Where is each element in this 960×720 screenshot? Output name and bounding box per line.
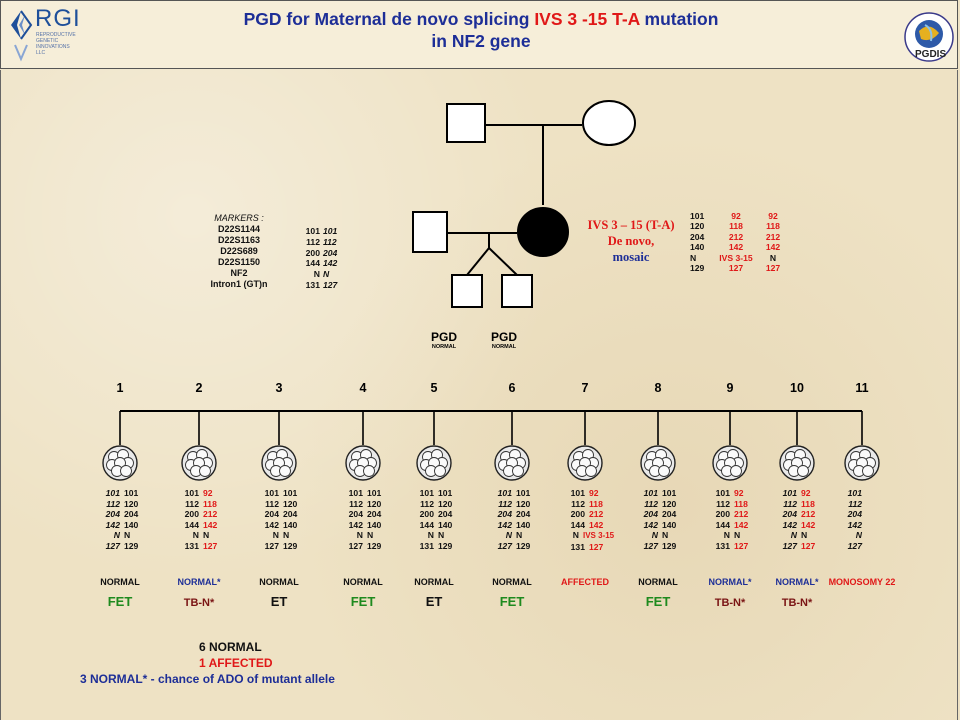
title-line-1: PGD for Maternal de novo splicing IVS 3 … xyxy=(243,9,719,29)
embryo-number: 5 xyxy=(430,381,438,395)
embryo-icon xyxy=(494,445,530,481)
embryo-number: 6 xyxy=(508,381,516,395)
logo-rgi-text: RGI xyxy=(35,5,81,32)
embryo-status: MONOSOMY 22 xyxy=(828,577,896,587)
embryo-status: NORMAL xyxy=(414,577,454,587)
embryo-icon xyxy=(779,445,815,481)
embryo-status: NORMAL xyxy=(492,577,532,587)
embryo-icon xyxy=(416,445,452,481)
markers-list: MARKERS : D22S1144 D22S1163 D22S689 D22S… xyxy=(210,213,268,289)
header-bar: RGI REPRODUCTIVE GENETIC INNOVATIONS LLC… xyxy=(0,0,958,69)
title-line-2: in NF2 gene xyxy=(431,31,531,51)
embryo-icon xyxy=(345,445,381,481)
child-1-label: PGD NORMAL xyxy=(430,330,457,350)
embryo-transfer: FET xyxy=(645,594,671,609)
embryo-transfer: FET xyxy=(499,594,525,609)
embryo-icon xyxy=(712,445,748,481)
embryo-icon xyxy=(640,445,676,481)
embryo-transfer: ET xyxy=(270,594,288,609)
embryo-transfer: FET xyxy=(350,594,376,609)
embryo-status: NORMAL* xyxy=(708,577,752,587)
logo-rgi-subtext: REPRODUCTIVE GENETIC INNOVATIONS LLC xyxy=(36,32,76,56)
child-2-square xyxy=(501,274,533,308)
child-1-square xyxy=(451,274,483,308)
embryo-number: 1 xyxy=(116,381,124,395)
embryo-number: 7 xyxy=(581,381,589,395)
embryo-number: 9 xyxy=(726,381,734,395)
embryo-status: NORMAL* xyxy=(775,577,819,587)
embryo-icon xyxy=(102,445,138,481)
embryo-number: 2 xyxy=(195,381,203,395)
child-2-label: PGD NORMAL xyxy=(490,330,517,350)
embryo-status: AFFECTED xyxy=(561,577,609,587)
embryo-transfer: TB-N* xyxy=(714,597,746,609)
embryo-icon xyxy=(181,445,217,481)
grandmother-circle xyxy=(582,100,636,146)
rgi-logo: RGI REPRODUCTIVE GENETIC INNOVATIONS LLC xyxy=(7,5,87,63)
mother-affected-circle xyxy=(517,207,569,257)
embryo-icon xyxy=(261,445,297,481)
embryo-number: 11 xyxy=(855,381,869,395)
embryo-status: NORMAL xyxy=(100,577,140,587)
pgdis-logo: PGDIS xyxy=(903,11,955,63)
summary-normal: 6 NORMAL xyxy=(199,640,262,654)
summary-ado-note: 3 NORMAL* - chance of ADO of mutant alle… xyxy=(80,672,335,686)
embryo-icon xyxy=(844,445,880,481)
embryo-status: NORMAL xyxy=(259,577,299,587)
mother-mutation-label: IVS 3 – 15 (T-A) De novo, mosaic xyxy=(587,218,675,264)
embryo-transfer: ET xyxy=(425,594,443,609)
summary-affected: 1 AFFECTED xyxy=(199,656,273,670)
embryo-transfer: FET xyxy=(107,594,133,609)
embryo-number: 4 xyxy=(359,381,367,395)
embryo-status: NORMAL xyxy=(638,577,678,587)
embryo-icon xyxy=(567,445,603,481)
embryo-number: 8 xyxy=(654,381,662,395)
embryo-transfer: TB-N* xyxy=(781,597,813,609)
embryo-status: NORMAL* xyxy=(177,577,221,587)
logo-pgdis-text: PGDIS xyxy=(915,49,947,60)
father-square xyxy=(412,211,448,253)
embryo-number: 10 xyxy=(790,381,804,395)
embryo-transfer: TB-N* xyxy=(183,597,215,609)
embryo-number: 3 xyxy=(275,381,283,395)
embryo-status: NORMAL xyxy=(343,577,383,587)
content-frame xyxy=(0,70,958,720)
grandfather-square xyxy=(446,103,486,143)
